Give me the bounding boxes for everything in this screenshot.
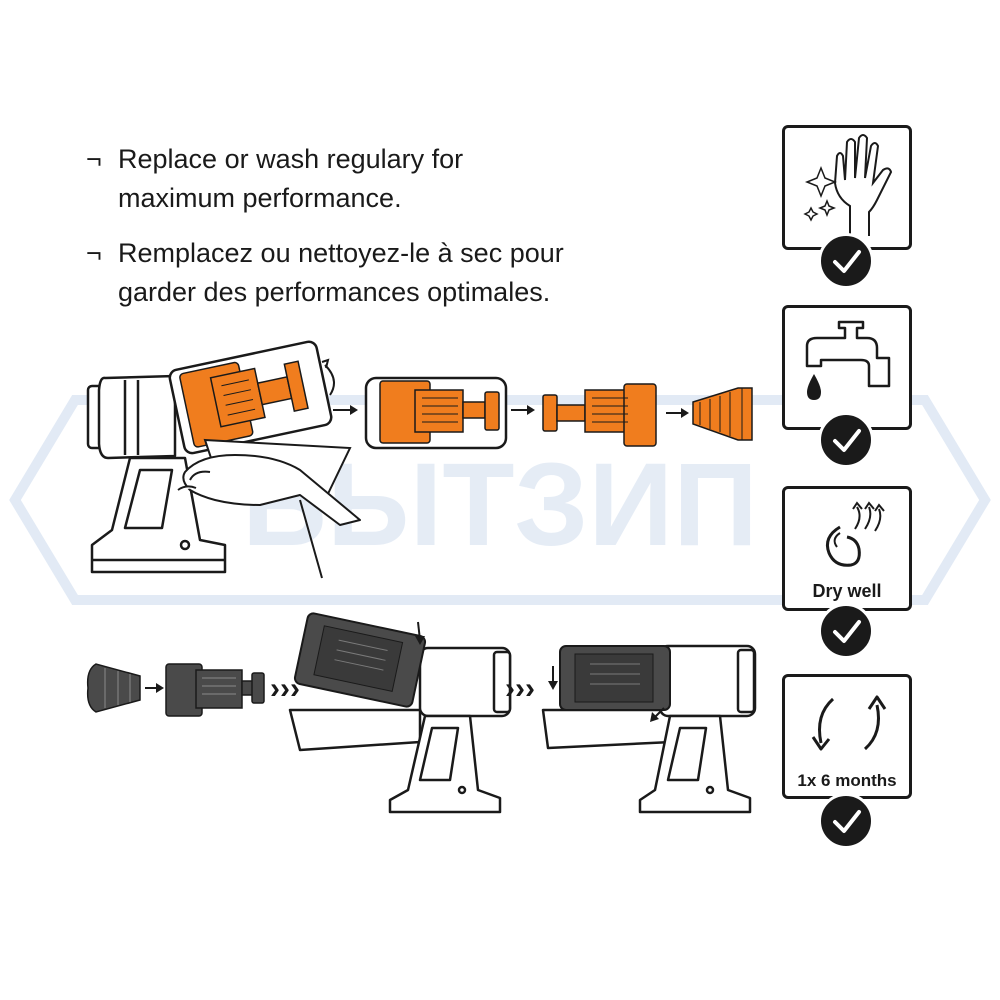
- card-replace-interval: 1x 6 months: [782, 674, 912, 799]
- instruction-english-line1: Replace or wash regulary for: [118, 144, 464, 174]
- vacuum-body-top: [86, 374, 227, 574]
- dry-well-icon: [825, 501, 885, 567]
- check-icon: [833, 810, 861, 833]
- insert-arrow: [415, 621, 425, 645]
- rotate-arrows-icon: [811, 695, 887, 751]
- cone-filter-dark: [86, 663, 141, 713]
- cone-filter-orange: [692, 387, 753, 441]
- rotate-arrow: [324, 364, 335, 396]
- card-caption: 1x 6 months: [797, 771, 897, 790]
- hand-illustration: [177, 454, 361, 579]
- check-icon: [833, 429, 861, 452]
- dry-clean-hand-icon: [803, 134, 893, 236]
- dust-cup-opened: [168, 340, 333, 455]
- step-arrow: [666, 408, 689, 418]
- instruction-english-line2: maximum performance.: [118, 183, 402, 213]
- bullet-mark: ¬: [86, 144, 102, 174]
- step-arrow: [511, 405, 535, 415]
- filter-unit-dark: [165, 663, 265, 717]
- check-icon: [833, 250, 861, 273]
- instruction-french-line2: garder des performances optimales.: [118, 277, 551, 307]
- insert-arrow: [548, 666, 665, 722]
- card-caption: Dry well: [812, 581, 882, 601]
- filter-unit-removed: [542, 383, 657, 447]
- instruction-french: ¬ Remplacez ou nettoyez-le à sec pour ga…: [86, 234, 646, 312]
- dust-cup-dark-tilted: [293, 612, 427, 708]
- chevron-arrows: ›››: [505, 672, 535, 705]
- step-arrow: [333, 405, 358, 415]
- bullet-mark: ¬: [86, 238, 102, 268]
- dust-cup-with-filter: [364, 376, 508, 450]
- instruction-french-line1: Remplacez ou nettoyez-le à sec pour: [118, 238, 564, 268]
- check-badge: [818, 793, 874, 849]
- watermark-hexagon: [9, 395, 991, 605]
- step-arrow: [145, 683, 164, 693]
- water-tap-icon: [805, 320, 891, 400]
- card-dry-clean: [782, 125, 912, 250]
- check-icon: [833, 620, 861, 643]
- vacuum-body-bottom-right: [541, 644, 757, 814]
- dust-cup-dark-installed: [559, 645, 671, 711]
- instruction-english: ¬ Replace or wash regulary for maximum p…: [86, 140, 646, 218]
- vacuum-body-bottom-left: [288, 646, 512, 814]
- check-badge: [818, 412, 874, 468]
- check-badge: [818, 603, 874, 659]
- check-badge: [818, 233, 874, 289]
- card-dry-well: Dry well: [782, 486, 912, 611]
